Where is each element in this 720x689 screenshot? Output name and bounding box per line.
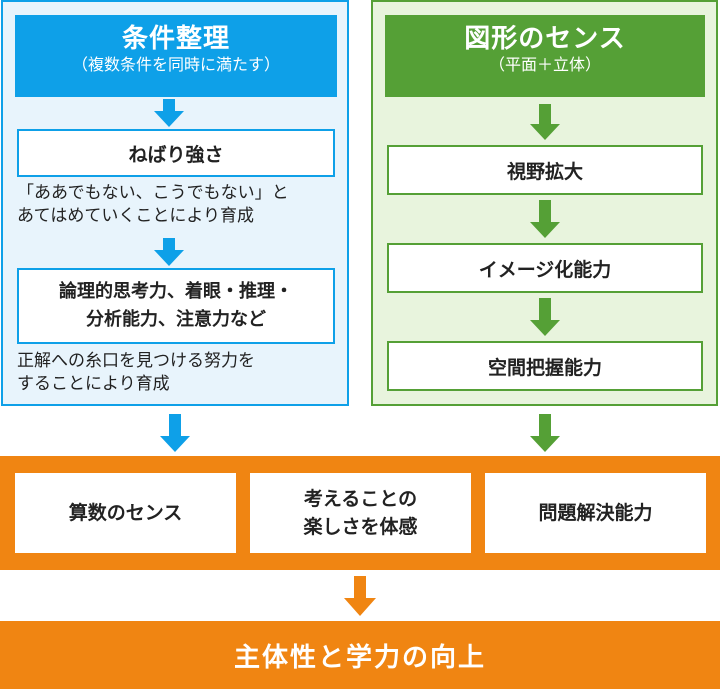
outcome-math-sense: 算数のセンス xyxy=(15,473,236,553)
left-note2-line2: することにより育成 xyxy=(17,374,170,394)
right-step-imaging-ability: イメージ化能力 xyxy=(387,243,703,293)
left-note-1: 「ああでもない、こうでもない」と あてはめていくことにより育成 xyxy=(17,182,289,228)
outcome1-label: 算数のセンス xyxy=(68,502,183,524)
right-panel-shape-sense: 図形のセンス （平面＋立体） 視野拡大 イメージ化能力 空間把握能力 xyxy=(371,0,718,406)
outcome2-line1: 考えることの xyxy=(303,488,418,510)
outcome3-label: 問題解決能力 xyxy=(538,502,653,524)
right-step2-label: イメージ化能力 xyxy=(478,258,612,281)
left-step-persistence: ねばり強さ xyxy=(17,129,335,177)
arrow-down-icon xyxy=(530,298,560,336)
right-header: 図形のセンス （平面＋立体） xyxy=(385,15,705,97)
outcome-joy-of-thinking: 考えることの 楽しさを体感 xyxy=(250,473,471,553)
right-title: 図形のセンス xyxy=(464,24,626,54)
left-subtitle: （複数条件を同時に満たす） xyxy=(71,55,280,74)
right-step-spatial-ability: 空間把握能力 xyxy=(387,341,703,391)
goal-label: 主体性と学力の向上 xyxy=(233,642,486,673)
left-note1-line2: あてはめていくことにより育成 xyxy=(17,206,254,226)
arrow-down-icon xyxy=(344,576,376,616)
left-note2-line1: 正解への糸口を見つける努力を xyxy=(17,351,255,371)
goal-bar: 主体性と学力の向上 xyxy=(0,621,720,689)
right-subtitle: （平面＋立体） xyxy=(488,55,601,74)
left-step-logical-thinking: 論理的思考力、着眼・推理・ 分析能力、注意力など xyxy=(17,268,335,344)
arrow-down-icon xyxy=(530,414,560,452)
left-header: 条件整理 （複数条件を同時に満たす） xyxy=(15,15,337,97)
outcome2-line2: 楽しさを体感 xyxy=(303,516,418,538)
right-step-vision-expansion: 視野拡大 xyxy=(387,145,703,195)
outcomes-band: 算数のセンス 考えることの 楽しさを体感 問題解決能力 xyxy=(0,456,720,570)
left-step2-line1: 論理的思考力、着眼・推理・ xyxy=(59,281,293,302)
left-note1-line1: 「ああでもない、こうでもない」と xyxy=(17,183,289,203)
outcome-problem-solving: 問題解決能力 xyxy=(485,473,706,553)
right-step1-label: 視野拡大 xyxy=(506,160,583,183)
left-step1-label: ねばり強さ xyxy=(128,143,224,166)
arrow-down-icon xyxy=(154,238,184,266)
arrow-down-icon xyxy=(530,200,560,238)
left-step2-line2: 分析能力、注意力など xyxy=(86,309,266,330)
left-title: 条件整理 xyxy=(121,24,230,54)
left-note-2: 正解への糸口を見つける努力を することにより育成 xyxy=(17,350,255,396)
right-step3-label: 空間把握能力 xyxy=(487,356,602,379)
arrow-down-icon xyxy=(160,414,190,452)
arrow-down-icon xyxy=(530,104,560,140)
left-panel-condition-organizing: 条件整理 （複数条件を同時に満たす） ねばり強さ 「ああでもない、こうでもない」… xyxy=(1,0,349,406)
arrow-down-icon xyxy=(154,99,184,127)
